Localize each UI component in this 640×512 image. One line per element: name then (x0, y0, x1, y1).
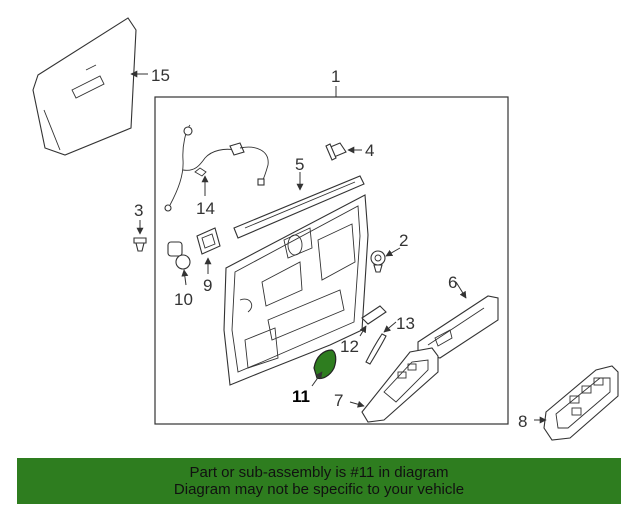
part-14-wire-harness[interactable] (164, 124, 269, 212)
parts-diagram: 1 15 4 5 14 3 2 9 10 6 13 12 11 7 8 (32, 17, 619, 441)
part-12-pull-handle[interactable] (361, 305, 387, 325)
callout-11: 11 (292, 387, 310, 406)
callout-2: 2 (399, 231, 408, 250)
door-trim-panel[interactable] (223, 194, 369, 386)
callout-1: 1 (331, 67, 340, 86)
callout-10: 10 (174, 290, 193, 309)
part-2-push-clip[interactable] (370, 250, 386, 273)
part-8-window-switch[interactable] (543, 365, 619, 441)
banner-line-1: Part or sub-assembly is #11 in diagram (189, 464, 449, 481)
part-13-cover[interactable] (365, 333, 387, 365)
part-3-fastener[interactable] (133, 237, 147, 252)
callout-4: 4 (365, 141, 374, 160)
callout-5: 5 (295, 155, 304, 174)
part-10-socket[interactable] (167, 241, 191, 270)
callout-12: 12 (340, 337, 359, 356)
part-15-trim-panel[interactable] (32, 17, 137, 156)
callout-8: 8 (518, 412, 527, 431)
callout-7: 7 (334, 391, 343, 410)
callout-15: 15 (151, 66, 170, 85)
part-4-clip[interactable] (325, 142, 347, 161)
part-5-weatherstrip[interactable] (233, 175, 365, 239)
callout-9: 9 (203, 276, 212, 295)
info-banner: Part or sub-assembly is #11 in diagram D… (17, 458, 621, 504)
part-9-bezel[interactable] (196, 227, 221, 255)
banner-line-2: Diagram may not be specific to your vehi… (173, 481, 465, 498)
callout-6: 6 (448, 273, 457, 292)
callout-14: 14 (196, 199, 215, 218)
part-7-switch-panel[interactable] (361, 347, 439, 423)
assembly-frame (154, 96, 509, 425)
callout-13: 13 (396, 314, 415, 333)
part-11-highlighted[interactable] (313, 349, 337, 380)
callout-3: 3 (134, 201, 143, 220)
